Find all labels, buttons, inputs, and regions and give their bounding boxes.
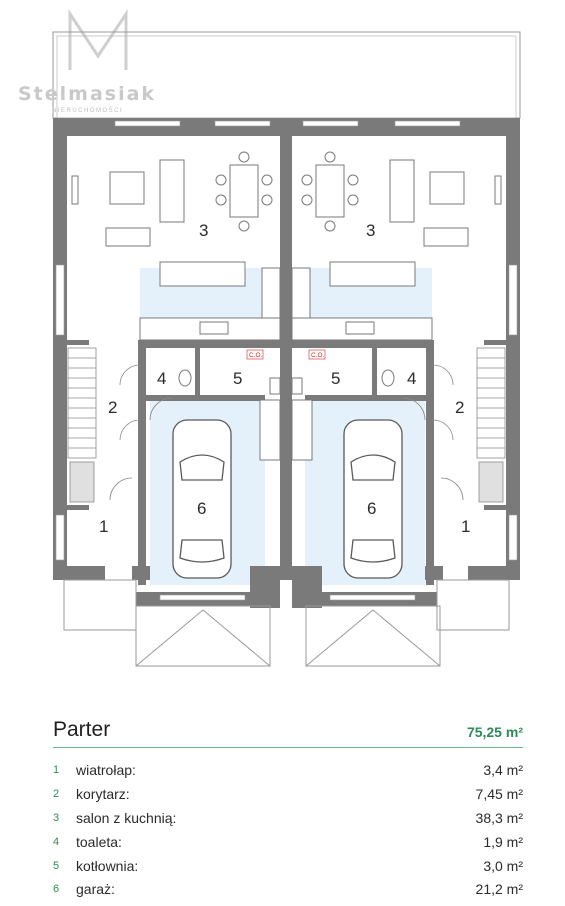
car-right [343, 419, 403, 579]
staircase-left [67, 347, 97, 503]
room-row: 5 kotłownia: 3,0 m² [53, 858, 523, 880]
furniture-right [291, 151, 502, 341]
room-area: 1,9 m² [483, 834, 523, 850]
staircase-right [476, 347, 506, 503]
room-area: 21,2 m² [475, 881, 523, 897]
car-left [172, 419, 232, 579]
room-name: wiatrołap: [76, 762, 136, 778]
room-row: 3 salon z kuchnią: 38,3 m² [53, 810, 523, 832]
room-label-3-left: 3 [199, 221, 208, 240]
room-name: garaż: [76, 881, 115, 897]
room-name: toaleta: [76, 834, 122, 850]
room-label-5-left: 5 [233, 369, 242, 388]
room-label-1-right: 1 [461, 517, 470, 536]
room-name: salon z kuchnią: [76, 810, 177, 826]
room-label-5-right: 5 [331, 369, 340, 388]
terrace-outline [52, 31, 521, 119]
room-row: 2 korytarz: 7,45 m² [53, 786, 523, 808]
brand-subtitle: NIERUCHOMOŚCI [52, 108, 124, 114]
logo-mark [68, 9, 128, 70]
room-row: 6 garaż: 21,2 m² [53, 881, 523, 903]
room-label-2-right: 2 [455, 398, 464, 417]
room-label-2-left: 2 [108, 398, 117, 417]
floor-title: Parter [53, 718, 111, 741]
room-label-4-left: 4 [157, 369, 166, 388]
room-area: 3,0 m² [483, 858, 523, 874]
room-label-4-right: 4 [407, 369, 416, 388]
summary-divider [53, 747, 523, 748]
room-name: kotłownia: [76, 858, 139, 874]
floor-plan: C.O. C.O. 1 2 3 4 5 6 1 2 3 4 5 6 [52, 9, 521, 667]
room-label-6-left: 6 [197, 499, 206, 518]
room-row: 4 toaleta: 1,9 m² [53, 834, 523, 856]
room-number: 2 [53, 788, 60, 800]
room-label-3-right: 3 [366, 221, 375, 240]
furniture-left [71, 151, 281, 341]
room-label-1-left: 1 [99, 517, 108, 536]
room-area: 3,4 m² [483, 762, 523, 778]
room-number: 1 [53, 764, 60, 776]
boiler-tag-left: C.O. [249, 352, 263, 359]
room-name: korytarz: [76, 786, 130, 802]
room-number: 6 [53, 883, 60, 895]
room-number: 3 [53, 812, 60, 824]
room-number: 5 [53, 860, 60, 872]
room-area: 7,45 m² [475, 786, 523, 802]
room-number: 4 [53, 836, 60, 848]
total-area-value: 75,25 [466, 724, 502, 740]
room-area: 38,3 m² [475, 810, 523, 826]
total-area-unit: m² [505, 724, 523, 740]
total-area: 75,25 m² [467, 724, 523, 740]
room-row: 1 wiatrołap: 3,4 m² [53, 762, 523, 784]
room-label-6-right: 6 [367, 499, 376, 518]
boiler-tag-right: C.O. [311, 352, 325, 359]
brand-name: Stelmasiak [18, 83, 157, 105]
